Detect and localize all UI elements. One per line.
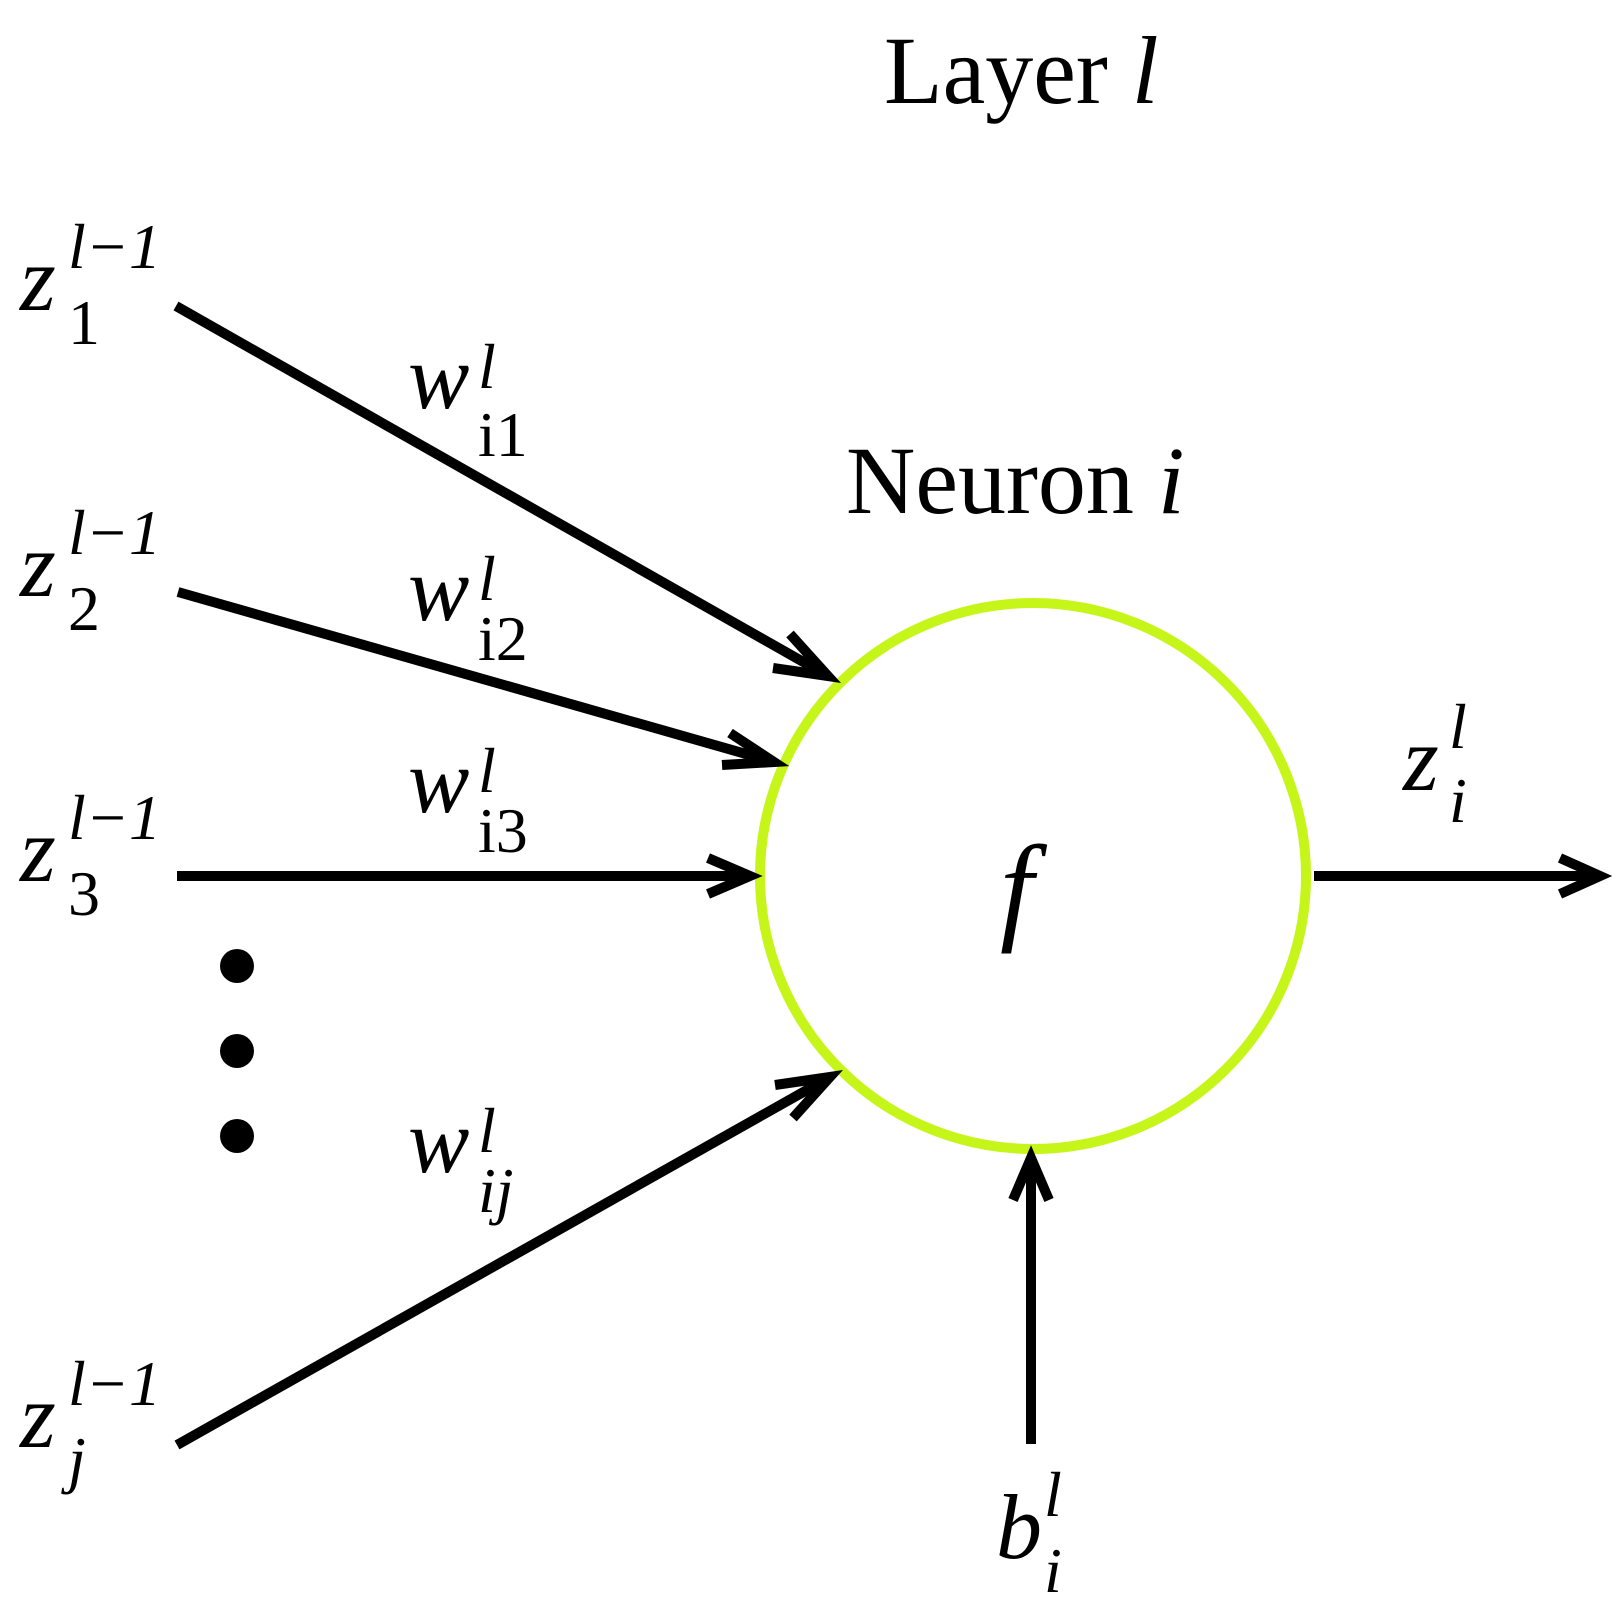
- weight-2-sub: i2: [478, 603, 528, 674]
- input-label-j: z l−1 j: [18, 1348, 161, 1495]
- input-arrow-2: [176, 587, 790, 770]
- bias-base: b: [996, 1476, 1042, 1578]
- layer-title: Layer l: [884, 17, 1159, 124]
- input-j-sub: j: [61, 1424, 86, 1495]
- ellipsis-dot: [220, 1034, 254, 1068]
- input-1-base: z: [18, 228, 56, 330]
- input-j-base: z: [18, 1365, 56, 1467]
- bias-arrow: [1008, 1145, 1054, 1444]
- layer-title-var: l: [1132, 17, 1159, 124]
- input-ellipsis: [220, 949, 254, 1153]
- bias-sup: l: [1044, 1459, 1062, 1530]
- neuron-title-text: Neuron: [846, 427, 1158, 534]
- neuron-title-var: i: [1158, 427, 1185, 534]
- input-arrow-1: [173, 301, 842, 683]
- weight-j-sup: l: [478, 1095, 496, 1166]
- output-sub: i: [1449, 765, 1467, 836]
- weight-label-j: w l ij: [408, 1090, 514, 1226]
- weight-1-base: w: [408, 326, 469, 428]
- weight-3-sub: i3: [478, 795, 528, 866]
- weight-2-sup: l: [478, 543, 496, 614]
- input-2-sup: l−1: [68, 497, 161, 568]
- input-1-sub: 1: [68, 287, 100, 358]
- output-base: z: [1401, 708, 1439, 810]
- input-2-base: z: [18, 514, 56, 616]
- weight-j-sub: ij: [478, 1155, 514, 1226]
- weight-3-sup: l: [478, 735, 496, 806]
- input-label-3: z l−1 3: [18, 782, 161, 929]
- input-3-sup: l−1: [68, 782, 161, 853]
- weight-label-2: w l i2: [408, 538, 528, 674]
- input-label-2: z l−1 2: [18, 497, 161, 644]
- weight-2-base: w: [408, 538, 469, 640]
- input-j-sup: l−1: [68, 1348, 161, 1419]
- input-3-sub: 3: [68, 858, 100, 929]
- input-3-base: z: [18, 799, 56, 901]
- input-arrow-3: [177, 853, 763, 899]
- input-arrow-j: [174, 1070, 844, 1450]
- output-label: z l i: [1401, 691, 1467, 836]
- weight-label-1: w l i1: [408, 326, 528, 470]
- output-arrow: [1314, 853, 1612, 899]
- weight-3-base: w: [408, 730, 469, 832]
- input-2-sub: 2: [68, 573, 100, 644]
- ellipsis-dot: [220, 1119, 254, 1153]
- weight-1-sup: l: [478, 331, 496, 402]
- weight-1-sub: i1: [478, 399, 528, 470]
- weight-label-3: w l i3: [408, 730, 528, 866]
- layer-title-text: Layer: [884, 17, 1132, 124]
- output-sup: l: [1449, 691, 1467, 762]
- bias-label: b l i: [996, 1459, 1062, 1606]
- bias-sub: i: [1044, 1535, 1062, 1606]
- ellipsis-dot: [220, 949, 254, 983]
- weight-j-base: w: [408, 1090, 469, 1192]
- input-1-sup: l−1: [68, 211, 161, 282]
- activation-function-label: f: [1000, 821, 1048, 954]
- input-label-1: z l−1 1: [18, 211, 161, 358]
- neuron-title: Neuron i: [846, 427, 1185, 534]
